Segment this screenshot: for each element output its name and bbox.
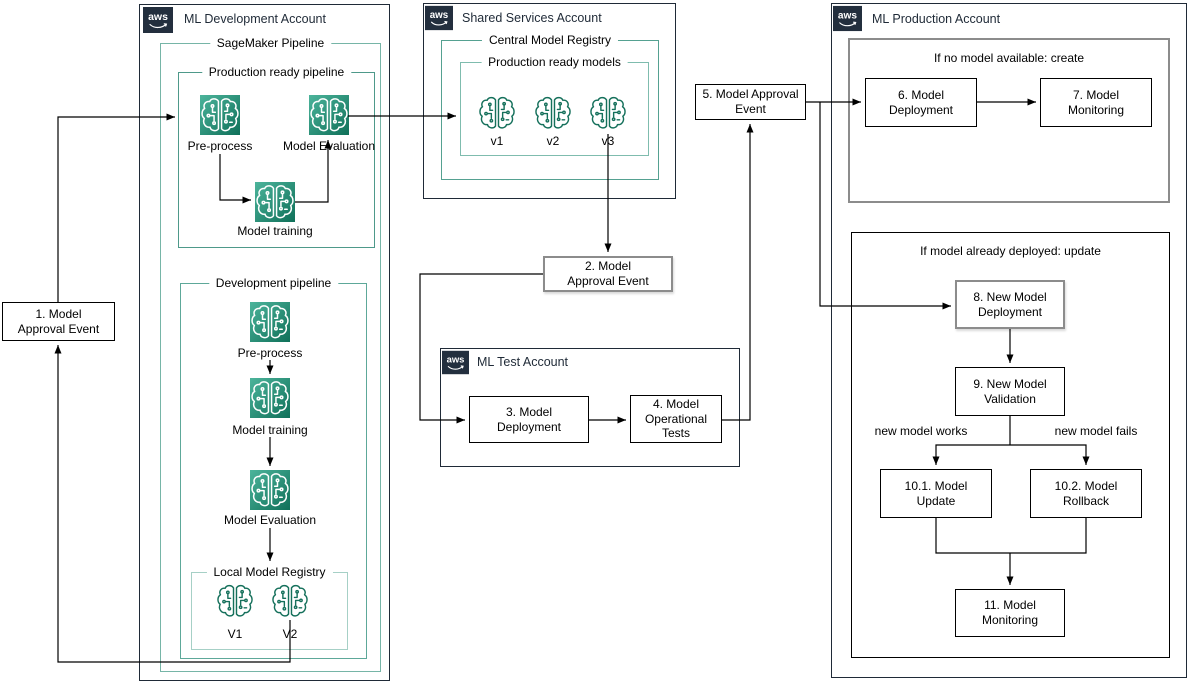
node-label-dev-training: Model training xyxy=(232,423,308,437)
aws-logo-icon: aws xyxy=(833,5,862,32)
account-ml-development: aws ML Development Account xyxy=(139,4,390,681)
account-title-dev: ML Development Account xyxy=(184,12,326,26)
group-production-ready-pipeline: Production ready pipeline xyxy=(178,65,375,248)
step-text: 8. New Model Deployment xyxy=(973,289,1047,319)
group-production-ready-models: Production ready models xyxy=(460,55,649,156)
edge-label-new-model-fails: new model fails xyxy=(1041,424,1151,438)
step-text: 7. Model Monitoring xyxy=(1067,87,1125,117)
step-8-new-model-deployment[interactable]: 8. New Model Deployment xyxy=(955,280,1065,329)
step-5-model-approval-event[interactable]: 5. Model Approval Event xyxy=(695,84,806,120)
group-title-local-model-registry: Local Model Registry xyxy=(206,565,333,579)
step-3-model-deployment[interactable]: 3. Model Deployment xyxy=(469,396,589,443)
step-text: 1. Model Approval Event xyxy=(17,306,100,336)
account-title-prod: ML Production Account xyxy=(872,12,1001,26)
sagemaker-preprocess-icon[interactable] xyxy=(250,302,290,342)
sagemaker-preprocess-icon[interactable] xyxy=(200,95,240,135)
node-label-dev-preprocess: Pre-process xyxy=(237,346,303,360)
step-9-new-model-validation[interactable]: 9. New Model Validation xyxy=(955,367,1065,416)
section-title-update: If model already deployed: update xyxy=(920,244,1101,258)
sagemaker-model-evaluation-icon[interactable] xyxy=(309,95,349,135)
step-text: 5. Model Approval Event xyxy=(702,87,799,116)
aws-logo-text: aws xyxy=(447,355,465,366)
account-title-shared: Shared Services Account xyxy=(462,11,602,25)
account-ml-production: aws ML Production Account xyxy=(831,3,1187,678)
step-2-model-approval-event[interactable]: 2. Model Approval Event xyxy=(543,256,673,292)
aws-logo-text: aws xyxy=(148,11,168,23)
node-label-dev-evaluation: Model Evaluation xyxy=(223,513,317,527)
sagemaker-model-evaluation-icon[interactable] xyxy=(250,470,290,510)
group-title-development-pipeline: Development pipeline xyxy=(208,276,339,290)
aws-logo-icon: aws xyxy=(143,7,173,33)
step-1-model-approval-event[interactable]: 1. Model Approval Event xyxy=(2,302,115,341)
step-text: 3. Model Deployment xyxy=(496,404,562,434)
group-title-production-ready-models: Production ready models xyxy=(481,55,628,69)
group-title-sagemaker-pipeline: SageMaker Pipeline xyxy=(209,36,332,50)
step-10-2-model-rollback[interactable]: 10.2. Model Rollback xyxy=(1030,469,1142,518)
step-11-model-monitoring[interactable]: 11. Model Monitoring xyxy=(955,589,1065,637)
aws-logo-text: aws xyxy=(838,11,858,22)
node-label-prod-preprocess: Pre-process xyxy=(187,139,253,153)
aws-logo-text: aws xyxy=(430,10,449,21)
step-7-model-monitoring[interactable]: 7. Model Monitoring xyxy=(1040,78,1152,127)
node-label-local-v2: V2 xyxy=(282,627,298,641)
model-version-icon[interactable] xyxy=(216,581,254,621)
node-label-prod-training: Model training xyxy=(237,224,313,238)
sagemaker-model-training-icon[interactable] xyxy=(255,182,295,222)
group-title-central-model-registry: Central Model Registry xyxy=(481,33,619,47)
node-label-prod-evaluation: Model Evaluation xyxy=(282,139,376,153)
step-text: 11. Model Monitoring xyxy=(981,598,1039,627)
node-label-local-v1: V1 xyxy=(227,627,243,641)
step-text: 2. Model Approval Event xyxy=(567,259,649,288)
edge-label-new-model-works: new model works xyxy=(866,424,976,438)
aws-logo-icon: aws xyxy=(425,5,453,31)
model-version-icon[interactable] xyxy=(534,93,572,133)
node-label-central-v3: v3 xyxy=(601,134,615,148)
node-label-central-v1: v1 xyxy=(490,134,504,148)
group-title-production-ready-pipeline: Production ready pipeline xyxy=(201,65,352,79)
aws-logo-icon: aws xyxy=(442,350,469,375)
step-6-model-deployment[interactable]: 6. Model Deployment xyxy=(865,78,977,127)
step-text: 4. Model Operational Tests xyxy=(644,397,708,441)
step-text: 10.2. Model Rollback xyxy=(1054,478,1118,508)
account-shared-services: aws Shared Services Account xyxy=(423,3,676,199)
step-text: 10.1. Model Update xyxy=(904,478,968,508)
step-text: 6. Model Deployment xyxy=(888,87,954,117)
node-label-central-v2: v2 xyxy=(546,134,560,148)
step-4-model-operational-tests[interactable]: 4. Model Operational Tests xyxy=(630,395,722,443)
step-text: 9. New Model Validation xyxy=(973,376,1047,406)
model-version-icon[interactable] xyxy=(589,93,627,133)
section-title-create: If no model available: create xyxy=(933,51,1085,65)
account-title-test: ML Test Account xyxy=(477,355,569,369)
sagemaker-model-training-icon[interactable] xyxy=(250,378,290,418)
model-version-icon[interactable] xyxy=(271,581,309,621)
step-10-1-model-update[interactable]: 10.1. Model Update xyxy=(880,469,992,518)
model-version-icon[interactable] xyxy=(478,93,516,133)
group-central-model-registry: Central Model Registry xyxy=(441,33,659,180)
